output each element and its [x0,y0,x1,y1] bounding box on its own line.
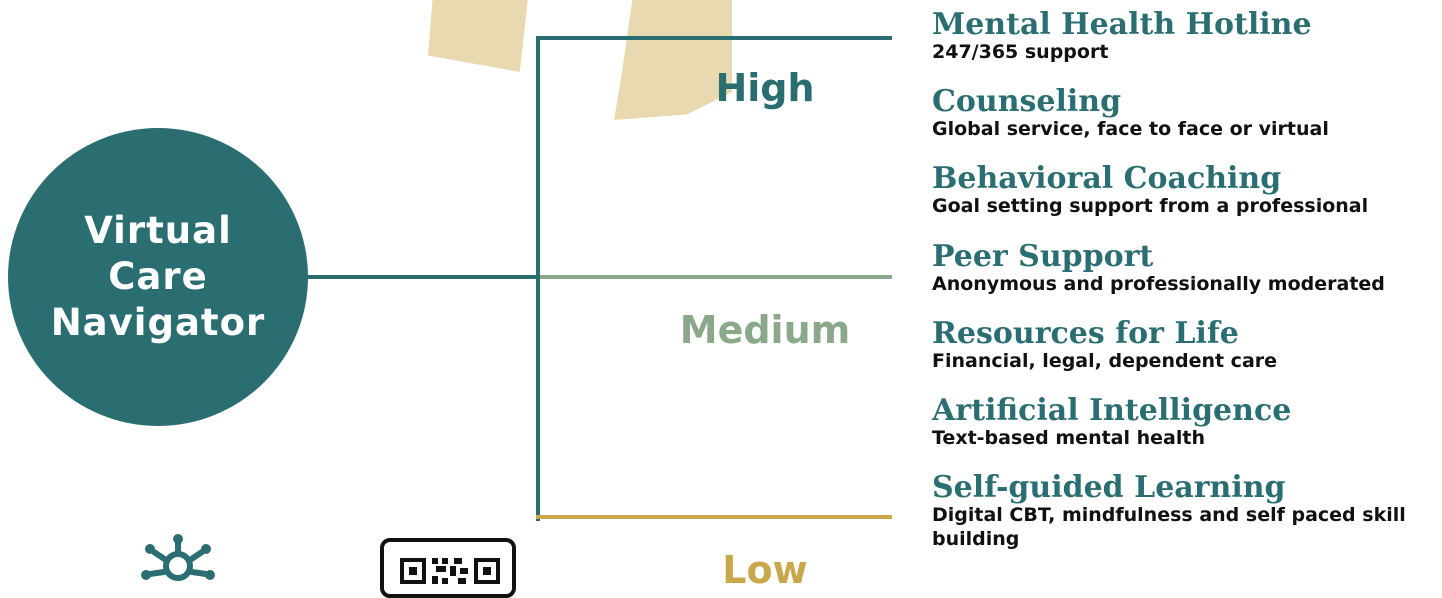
hub-title: Virtual Care Navigator [50,209,266,344]
level-label-low: Low [722,548,808,592]
service-title: Behavioral Coaching [932,161,1282,197]
service-description: Anonymous and professionally moderated [932,272,1385,295]
qr-code [380,538,516,598]
service-title: Counseling [932,84,1122,120]
high-level-line [536,36,892,40]
medium-level-line [540,275,892,279]
service-description: Financial, legal, dependent care [932,349,1278,372]
qr-code-icon [400,558,500,584]
level-label-medium: Medium [679,308,851,352]
hub-connector-line [308,275,538,279]
decorative-shape-right [614,0,732,120]
service-title: Artificial Intelligence [932,392,1292,428]
service-description: Text-based mental health [932,426,1205,449]
level-label-high: High [715,66,815,110]
service-description: Digital CBT, mindfulness and self paced … [932,504,1406,551]
service-title: Resources for Life [932,315,1239,351]
virtual-care-navigator-hub: Virtual Care Navigator [8,128,308,426]
service-description: 247/365 support [932,41,1109,63]
services-list: Mental Health Hotline 247/365 support Co… [932,8,1437,551]
service-item: Behavioral Coaching Goal setting support… [932,162,1437,239]
service-title: Peer Support [932,238,1154,274]
service-description: Global service, face to face or virtual [932,118,1329,141]
service-title: Mental Health Hotline [932,7,1312,42]
people-network-icon [141,534,215,581]
service-item: Self-guided Learning Digital CBT, mindfu… [932,470,1437,551]
low-level-line [536,515,892,519]
service-item: Peer Support Anonymous and professionall… [932,238,1437,317]
service-description: Goal setting support from a professional [932,195,1369,218]
service-item: Artificial Intelligence Text-based menta… [932,392,1437,471]
vertical-axis-line [536,36,540,521]
service-title: Self-guided Learning [932,470,1286,506]
service-item: Counseling Global service, face to face … [932,85,1437,162]
decorative-shape-left [428,0,530,72]
service-item: Resources for Life Financial, legal, dep… [932,315,1437,394]
service-item: Mental Health Hotline 247/365 support [932,8,1437,85]
